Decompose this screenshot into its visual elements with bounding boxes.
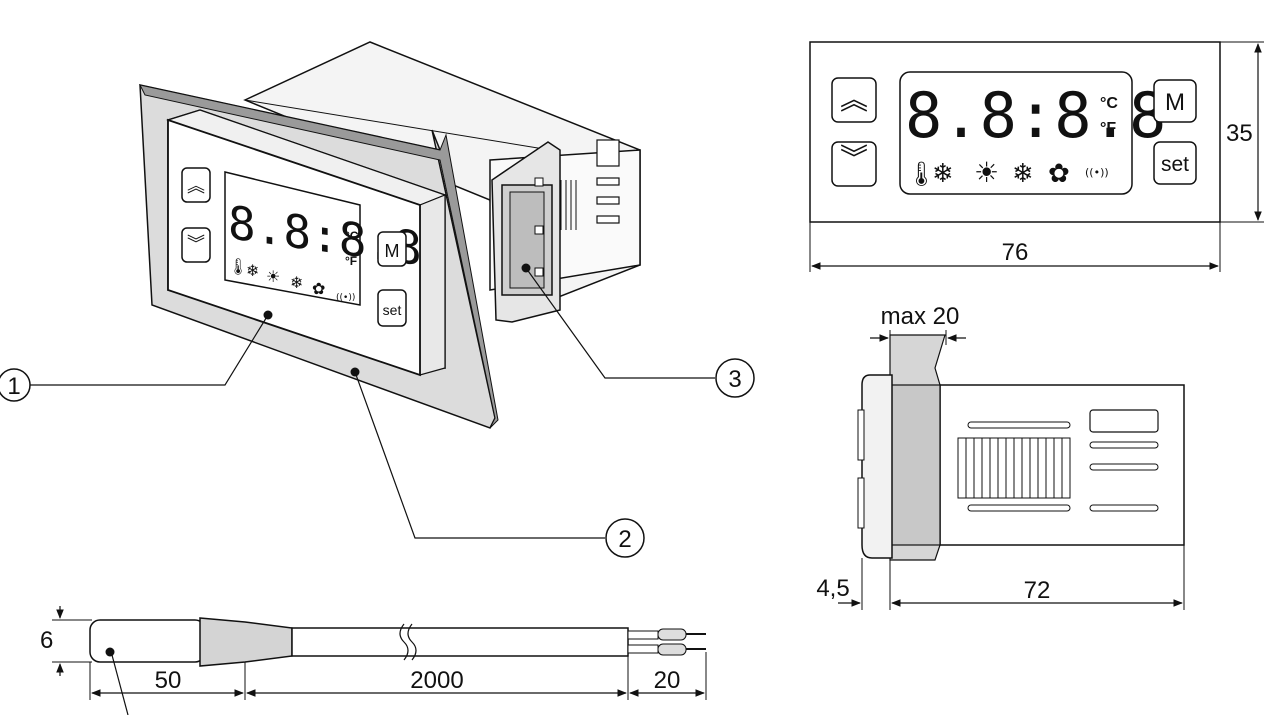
unit-c: °C: [1100, 95, 1118, 112]
thermometer-icon: 🌡: [228, 257, 248, 276]
display-digits: 8.8:8.8: [905, 79, 1166, 152]
unit-f-3d: °F: [345, 254, 357, 268]
mounting-clip: [491, 141, 561, 323]
dim-front-height: 35: [1226, 120, 1253, 147]
down-button[interactable]: ︾: [831, 141, 877, 187]
side-view: max 20 4,5 72: [816, 303, 1185, 610]
dim-body-length: 72: [1024, 577, 1051, 604]
dim-front-width: 76: [1002, 239, 1029, 266]
svg-text:set: set: [1161, 153, 1189, 176]
dim-panel-max: max 20: [881, 303, 960, 330]
perspective-view: 8.8:8.8 °C °F 🌡 ❄ ☀ ❄ ✿ ((•)) ︽ ︾ M set: [0, 41, 755, 558]
up-button-3d[interactable]: ︽: [181, 167, 211, 203]
snowflake-icon: ❄: [246, 261, 259, 280]
dim-probe-diameter: 6: [40, 627, 53, 654]
alarm-icon: ((•)): [1085, 166, 1109, 179]
set-button[interactable]: set: [1153, 141, 1197, 185]
fan-icon: ✿: [312, 279, 325, 298]
up-chevron-icon: ︽: [840, 84, 868, 115]
callout-3: [715, 358, 755, 398]
thermometer-icon: 🌡: [906, 160, 936, 188]
fan-icon: ✿: [1048, 159, 1070, 189]
m-button-3d[interactable]: M: [377, 231, 407, 267]
front-view: 8.8:8.8 °C °F 🌡 ❄ ☀ ❄ ✿ ((•)) ︽ ︾ M set: [809, 41, 1264, 272]
unit-f: °F: [1100, 120, 1116, 137]
callout-1: [0, 368, 31, 402]
svg-text:set: set: [383, 302, 402, 318]
dim-probe-tip: 50: [155, 667, 182, 694]
svg-text:M: M: [1165, 89, 1185, 116]
sun-icon: ☀: [974, 156, 999, 189]
dim-bezel-depth: 4,5: [816, 575, 849, 602]
up-chevron-icon: ︽: [187, 176, 205, 196]
alarm-icon: ((•)): [336, 293, 355, 303]
dim-cable-length: 2000: [410, 667, 463, 694]
svg-text:2: 2: [618, 526, 631, 553]
snowflake-icon: ❄: [932, 159, 954, 189]
svg-text:1: 1: [7, 373, 20, 400]
callout-2: [605, 518, 645, 558]
dim-wire-end: 20: [654, 667, 681, 694]
svg-text:M: M: [385, 241, 400, 261]
unit-c-3d: °C: [345, 229, 359, 243]
set-button-3d[interactable]: set: [377, 289, 407, 327]
down-button-3d[interactable]: ︾: [181, 227, 211, 263]
svg-text:3: 3: [728, 366, 741, 393]
lcd-window: [899, 71, 1133, 195]
sun-icon: ☀: [266, 267, 280, 286]
defrost-icon: ❄: [290, 273, 303, 292]
up-button[interactable]: ︽: [831, 77, 877, 123]
temperature-probe: 6 50 2000 20: [40, 606, 707, 715]
down-chevron-icon: ︾: [187, 234, 205, 254]
m-button[interactable]: M: [1153, 79, 1197, 123]
down-chevron-icon: ︾: [840, 143, 868, 174]
defrost-icon: ❄: [1012, 159, 1034, 189]
